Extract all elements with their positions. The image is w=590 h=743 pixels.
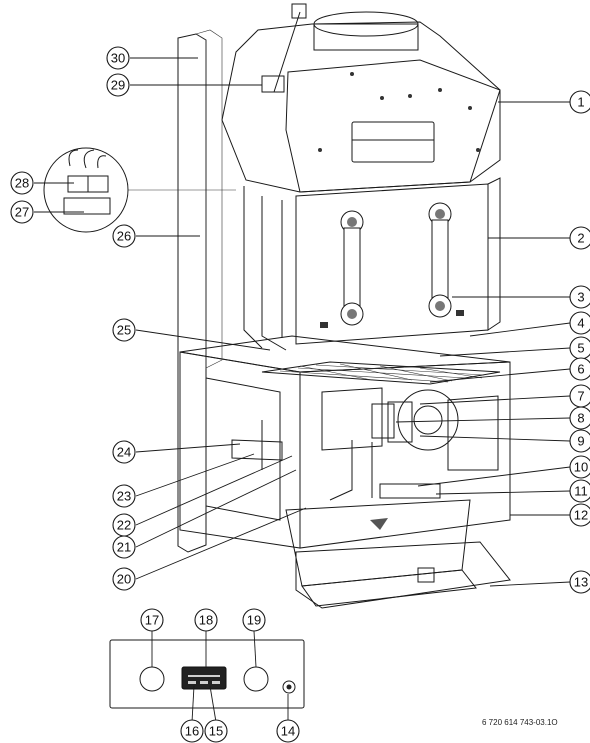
power-switch[interactable] xyxy=(282,680,296,694)
callout-20: 20 xyxy=(112,567,136,591)
leader-lines xyxy=(34,57,571,723)
svg-text:18: 18 xyxy=(199,613,213,628)
svg-text:1: 1 xyxy=(577,95,584,110)
svg-text:20: 20 xyxy=(117,572,131,587)
callout-13: 13 xyxy=(569,570,590,594)
svg-text:14: 14 xyxy=(281,724,295,739)
svg-text:28: 28 xyxy=(15,176,29,191)
callout-27: 27 xyxy=(10,200,34,224)
callout-4: 4 xyxy=(569,311,590,335)
callout-10: 10 xyxy=(569,455,590,479)
callout-30: 30 xyxy=(106,46,130,70)
control-box xyxy=(285,499,511,609)
callout-1: 1 xyxy=(569,90,590,114)
boiler-frame xyxy=(177,29,511,553)
callout-11: 11 xyxy=(569,479,590,503)
svg-text:4: 4 xyxy=(577,316,584,331)
callout-17: 17 xyxy=(140,608,164,632)
electrode-inset xyxy=(43,147,236,233)
svg-text:16: 16 xyxy=(185,724,199,739)
svg-text:19: 19 xyxy=(247,613,261,628)
callout-23: 23 xyxy=(112,484,136,508)
svg-text:6: 6 xyxy=(577,362,584,377)
svg-text:5: 5 xyxy=(577,341,584,356)
svg-text:9: 9 xyxy=(577,434,584,449)
pipework xyxy=(243,186,373,501)
callout-22: 22 xyxy=(112,513,136,537)
callout-19: 19 xyxy=(242,608,266,632)
callout-25: 25 xyxy=(112,318,136,342)
control-fascia xyxy=(109,639,305,709)
svg-text:17: 17 xyxy=(145,613,159,628)
callout-15: 15 xyxy=(204,719,228,743)
svg-text:27: 27 xyxy=(15,205,29,220)
callout-14: 14 xyxy=(276,719,300,743)
callout-16: 16 xyxy=(180,719,204,743)
svg-text:15: 15 xyxy=(209,724,223,739)
callout-24: 24 xyxy=(112,440,136,464)
callout-8: 8 xyxy=(569,406,590,430)
fan-hood xyxy=(221,3,501,193)
hot-water-temperature-knob[interactable] xyxy=(243,666,269,692)
callout-7: 7 xyxy=(569,384,590,408)
svg-text:25: 25 xyxy=(117,323,131,338)
svg-text:22: 22 xyxy=(117,518,131,533)
svg-text:26: 26 xyxy=(117,229,131,244)
callout-9: 9 xyxy=(569,429,590,453)
callout-6: 6 xyxy=(569,357,590,381)
figure-reference-code: 6 720 614 743-03.1O xyxy=(482,718,558,727)
svg-text:10: 10 xyxy=(574,460,588,475)
svg-text:24: 24 xyxy=(117,445,131,460)
svg-text:29: 29 xyxy=(111,78,125,93)
svg-text:8: 8 xyxy=(577,411,584,426)
callout-29: 29 xyxy=(106,73,130,97)
callout-18: 18 xyxy=(194,608,218,632)
callout-2: 2 xyxy=(569,226,590,250)
gas-valve-and-pump xyxy=(231,387,499,499)
svg-text:21: 21 xyxy=(117,540,131,555)
callout-5: 5 xyxy=(569,336,590,360)
callout-3: 3 xyxy=(569,285,590,309)
svg-text:12: 12 xyxy=(574,508,588,523)
svg-text:30: 30 xyxy=(111,51,125,66)
svg-text:11: 11 xyxy=(574,484,588,499)
svg-text:7: 7 xyxy=(577,389,584,404)
display-window xyxy=(181,666,227,690)
svg-text:23: 23 xyxy=(117,489,131,504)
svg-text:3: 3 xyxy=(577,290,584,305)
heat-exchanger xyxy=(295,177,501,345)
heating-temperature-knob[interactable] xyxy=(139,666,165,692)
callout-28: 28 xyxy=(10,171,34,195)
svg-text:13: 13 xyxy=(574,575,588,590)
callout-12: 12 xyxy=(569,503,590,527)
callout-26: 26 xyxy=(112,224,136,248)
svg-text:2: 2 xyxy=(577,231,584,246)
callout-21: 21 xyxy=(112,535,136,559)
